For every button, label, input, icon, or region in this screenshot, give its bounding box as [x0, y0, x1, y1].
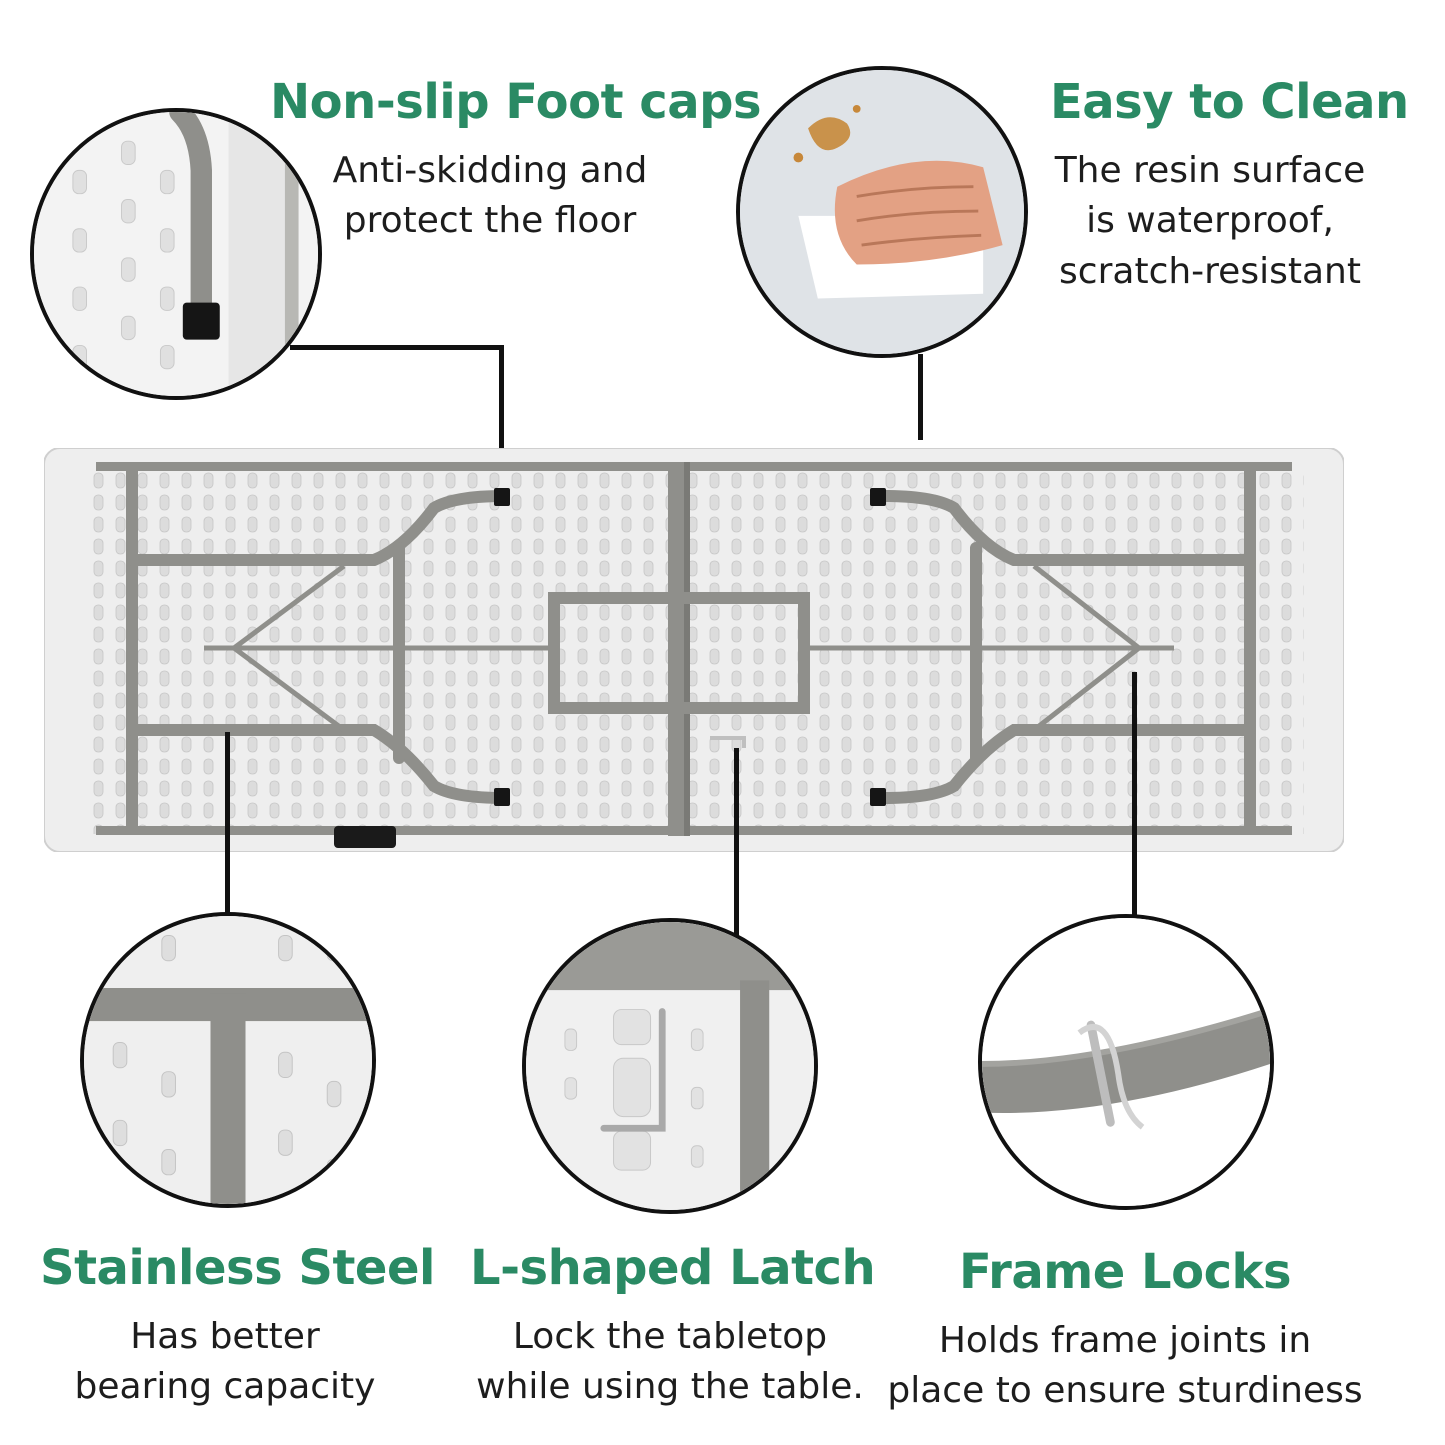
- steel-frame-closeup-image: [80, 912, 376, 1208]
- latch-title: L-shaped Latch: [470, 1240, 876, 1296]
- frame-locks-title: Frame Locks: [958, 1244, 1292, 1300]
- easy-clean-leader: [918, 354, 923, 440]
- frame-locks-desc-line2: place to ensure sturdiness: [887, 1370, 1363, 1412]
- foot-caps-title: Non-slip Foot caps: [270, 74, 762, 130]
- easy-clean-desc-line2: is waterproof,: [1086, 200, 1334, 242]
- foot-caps-leader-h: [290, 345, 504, 350]
- latch-desc-line2: while using the table.: [476, 1366, 864, 1408]
- easy-clean-desc-line3: scratch-resistant: [1059, 250, 1361, 292]
- frame-locks-leader: [1132, 672, 1137, 920]
- latch-leader: [734, 748, 739, 938]
- l-latch-closeup-image: [522, 918, 818, 1214]
- frame-locks-desc-line1: Holds frame joints in: [938, 1320, 1312, 1361]
- easy-clean-title: Easy to Clean: [1050, 74, 1409, 130]
- folding-table-underside-image: [44, 448, 1344, 852]
- latch-description: Lock the tabletop while using the table.: [460, 1312, 880, 1413]
- foot-caps-desc-line1: Anti-skidding and: [332, 150, 648, 191]
- foot-cap-closeup-image: [30, 108, 322, 400]
- stainless-steel-leader: [225, 732, 230, 917]
- foot-caps-desc-line2: protect the floor: [343, 200, 637, 242]
- frame-lock-closeup-image: [978, 914, 1274, 1210]
- easy-clean-description: The resin surface is waterproof, scratch…: [1040, 146, 1380, 297]
- cleaning-hand-image: [736, 66, 1028, 358]
- easy-clean-desc-line1: The resin surface: [1054, 150, 1366, 191]
- stainless-steel-desc-line2: bearing capacity: [74, 1366, 376, 1408]
- frame-locks-description: Holds frame joints in place to ensure st…: [880, 1316, 1370, 1417]
- stainless-steel-desc-line1: Has better: [130, 1316, 320, 1357]
- latch-desc-line1: Lock the tabletop: [512, 1316, 828, 1357]
- stainless-steel-description: Has better bearing capacity: [40, 1312, 410, 1413]
- foot-caps-description: Anti-skidding and protect the floor: [300, 146, 680, 247]
- foot-caps-leader-v: [499, 345, 504, 495]
- stainless-steel-title: Stainless Steel: [40, 1240, 435, 1296]
